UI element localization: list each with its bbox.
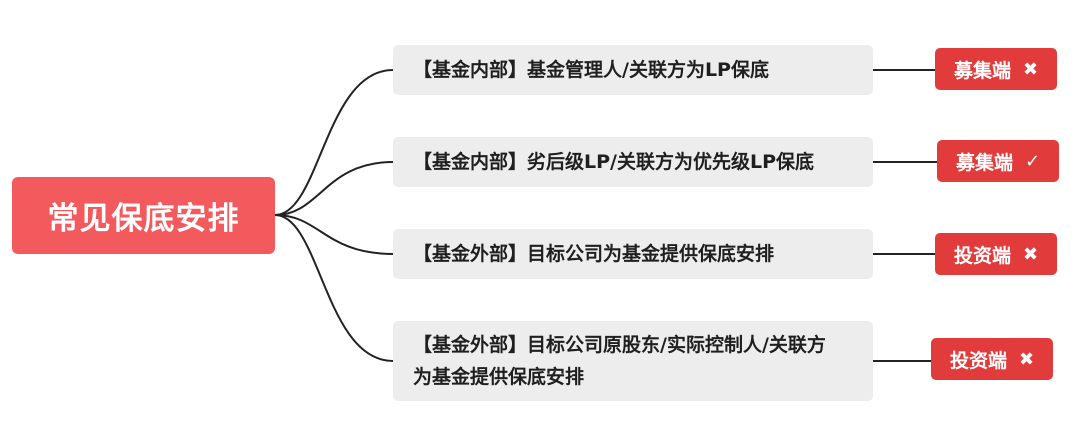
connector-root-branch-2	[274, 161, 394, 216]
connector-root-branch-1	[274, 69, 394, 216]
branch-node-4: 【基金外部】目标公司原股东/实际控制人/关联方为基金提供保底安排	[393, 321, 873, 401]
tag-label: 募集端	[955, 151, 1013, 174]
cross-icon: ✖	[1022, 58, 1039, 80]
branch-label: 【基金外部】目标公司原股东/实际控制人/关联方为基金提供保底安排	[413, 334, 826, 388]
root-node: 常见保底安排	[12, 177, 275, 254]
branch-label: 【基金内部】劣后级LP/关联方为优先级LP保底	[413, 151, 815, 173]
branch-node-1: 【基金内部】基金管理人/关联方为LP保底	[393, 45, 873, 95]
cross-icon: ✖	[1022, 243, 1039, 265]
branch-label: 【基金内部】基金管理人/关联方为LP保底	[413, 59, 769, 81]
tag-node-3: 投资端 ✖	[935, 233, 1057, 275]
tag-node-4: 投资端 ✖	[931, 338, 1053, 380]
tag-label: 投资端	[953, 244, 1011, 267]
branch-node-3: 【基金外部】目标公司为基金提供保底安排	[393, 229, 873, 279]
connector-root-branch-3	[274, 214, 394, 255]
tag-label: 募集端	[953, 59, 1011, 82]
connector-root-branch-4	[274, 214, 394, 362]
tag-node-2: 募集端 ✓	[937, 140, 1059, 182]
root-label: 常见保底安排	[47, 201, 240, 237]
tag-node-1: 募集端 ✖	[935, 48, 1057, 90]
cross-icon: ✖	[1018, 348, 1035, 370]
branch-label: 【基金外部】目标公司为基金提供保底安排	[413, 243, 775, 265]
tag-label: 投资端	[949, 349, 1007, 372]
check-icon: ✓	[1024, 150, 1041, 172]
branch-node-2: 【基金内部】劣后级LP/关联方为优先级LP保底	[393, 137, 873, 187]
